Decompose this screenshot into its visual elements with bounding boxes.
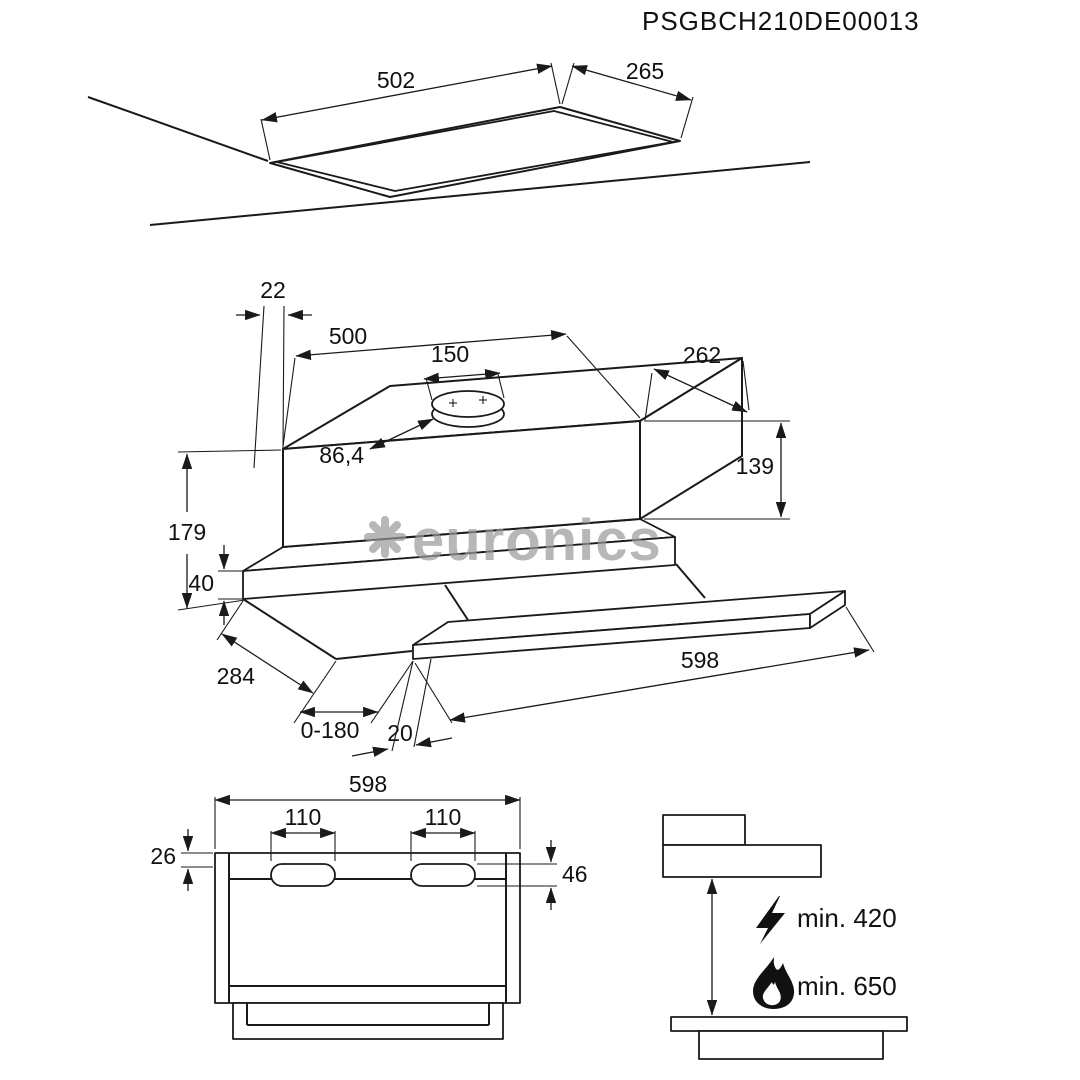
product-code: PSGBCH210DE00013 [642,6,920,36]
dim-line-265 [571,65,692,101]
dim-598-front-label: 598 [349,771,387,797]
dim-40-label: 40 [188,570,214,596]
duct-collar-top [431,390,505,418]
dim-150-label: 150 [431,341,469,367]
dim-line-502 [261,63,553,123]
figure-front-view: 598 110 110 26 46 [150,771,588,1040]
electric-clearance-label: min. 420 [797,903,897,933]
dim-139-label: 139 [736,453,774,479]
euronics-star-icon [364,516,406,558]
cutout-inner [276,110,674,192]
dim-110-left-label: 110 [285,804,322,830]
lower-box [232,1002,504,1040]
lightning-bolt-icon [756,896,785,944]
visor-end-face [809,590,846,629]
dim-284-label: 284 [217,663,256,689]
hood-chimney-section [662,814,746,846]
main-view-dimensions: 22 500 150 262 86,4 139 179 40 [168,277,875,757]
dim-500-label: 500 [329,323,367,349]
hob-base [698,1030,884,1060]
figure-clearance-view: min. 420 min. 650 [662,814,908,1060]
dim-265-label: 265 [626,58,664,84]
dim-110-right-label: 110 [425,804,462,830]
hood-body-section [662,844,822,878]
euronics-watermark: euronics [364,508,662,573]
dim-0-180-label: 0-180 [301,717,360,743]
hob-surface [670,1016,908,1032]
dim-502-label: 502 [377,67,415,93]
dim-46-label: 46 [562,861,588,887]
right-slot [410,863,476,887]
dim-262-label: 262 [683,342,721,368]
dim-179-label: 179 [168,519,206,545]
dim-86-label: 86,4 [319,442,364,468]
dim-20-label: 20 [387,720,413,746]
left-slot [270,863,336,887]
panel-edge-line [87,96,269,162]
base-side-edge [242,598,337,660]
dim-26-label: 26 [150,843,176,869]
panel-front-edge-line [149,161,811,226]
gas-clearance-label: min. 650 [797,971,897,1001]
dim-598-main-label: 598 [681,647,719,673]
figure-cutout-top-view: 502 265 [87,58,811,226]
dim-22-label: 22 [260,277,286,303]
euronics-watermark-text: euronics [412,508,662,573]
base-front-face [242,536,676,600]
flame-icon-inner [762,982,781,1006]
